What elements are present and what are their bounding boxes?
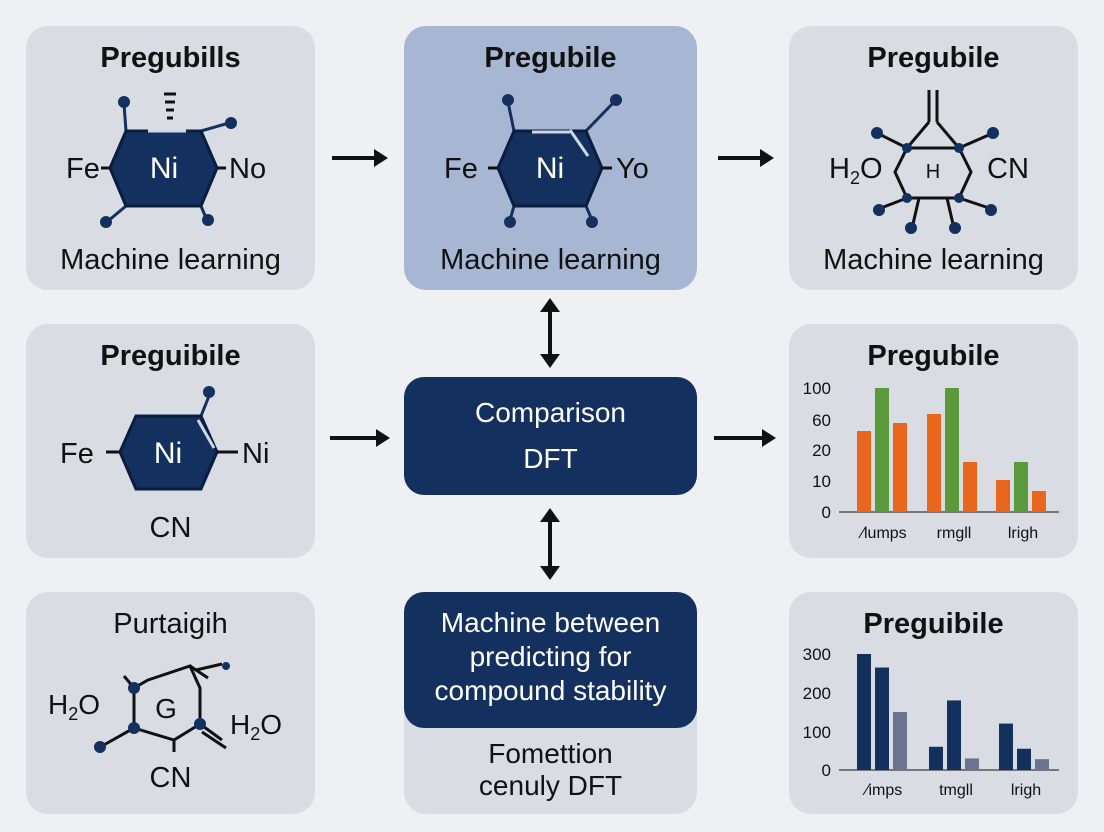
comparison-subtitle: DFT: [523, 443, 578, 474]
bar: [1035, 759, 1049, 770]
center-atom: Ni: [154, 437, 182, 470]
x-tick-label: ∕imps: [862, 782, 902, 799]
double-arrow-vertical-icon: [540, 508, 560, 580]
molecule-h-hexagon: H H2O CN: [829, 90, 1029, 234]
panel-bottom-right: Preguibile 300 200 100 0 ∕imps tmgll lrigh: [789, 592, 1078, 814]
formation-line-2: cenuly DFT: [478, 770, 623, 801]
left-atom-label: Fe: [60, 438, 94, 470]
panel-bottom-center: Machine between predicting for compound …: [404, 592, 697, 814]
x-tick-label: rmgll: [937, 525, 972, 542]
double-arrow-vertical-icon: [540, 298, 560, 368]
right-molecule-label: CN: [987, 153, 1029, 185]
panel-title: Pregubile: [867, 42, 1000, 74]
arrow-right-icon: [330, 429, 390, 447]
panel-caption: Machine learning: [440, 244, 661, 276]
bar-chart-2: 300 200 100 0 ∕imps tmgll lrigh: [803, 645, 1059, 799]
y-tick-label: 20: [812, 441, 831, 460]
formation-line-1: Fomettion: [488, 738, 613, 769]
bar: [893, 423, 907, 512]
prediction-line-1: Machine between: [440, 607, 661, 638]
prediction-box: Machine between predicting for compound …: [404, 592, 697, 728]
panel-title: Pregubills: [100, 42, 241, 74]
x-tick-label: lrigh: [1008, 525, 1038, 542]
right-atom-label: Ni: [242, 438, 269, 470]
bar: [927, 414, 941, 512]
bar: [875, 388, 889, 512]
prediction-line-2: predicting for: [469, 641, 632, 672]
panel-title: Pregubile: [867, 340, 1000, 372]
center-atom: H: [926, 161, 940, 183]
bar: [963, 462, 977, 512]
formation-text: Fomettion cenuly DFT: [404, 738, 697, 802]
y-tick-label: 0: [822, 761, 831, 780]
bar: [857, 654, 871, 770]
bottom-atom-label: CN: [149, 512, 192, 544]
x-tick-label: ∕lumps: [857, 525, 906, 542]
right-atom-label: No: [229, 153, 266, 185]
bar: [945, 388, 959, 512]
center-atom: G: [155, 693, 177, 724]
bar: [857, 431, 871, 512]
panel-title: Preguibile: [863, 608, 1004, 640]
panel-top-left: Pregubills Ni Fe No Machine learning: [26, 26, 315, 290]
y-tick-label: 100: [803, 723, 831, 742]
right-molecule-label: H2O: [230, 709, 282, 744]
left-molecule-label: H2O: [48, 689, 100, 724]
panel-caption: Machine learning: [823, 244, 1044, 276]
bottom-atom-label: CN: [149, 762, 192, 794]
bar: [965, 758, 979, 770]
y-tick-label: 0: [822, 503, 831, 522]
molecule-ni-hexagon: Ni Fe Ni: [60, 386, 269, 491]
left-molecule-label: H2O: [829, 153, 883, 188]
bar: [996, 480, 1010, 512]
panel-title: Preguibile: [100, 340, 241, 372]
molecule-ni-hexagon: Ni Fe No: [66, 92, 266, 228]
bar: [1017, 748, 1031, 770]
arrow-right-icon: [332, 149, 388, 167]
y-tick-label: 10: [812, 472, 831, 491]
panel-title: Purtaigih: [113, 608, 228, 640]
bar: [999, 723, 1013, 770]
x-tick-label: tmgll: [939, 782, 973, 799]
y-tick-label: 60: [812, 411, 831, 430]
center-atom: Ni: [536, 152, 564, 185]
left-atom-label: Fe: [444, 153, 478, 185]
y-tick-label: 100: [803, 379, 831, 398]
comparison-title: Comparison: [475, 397, 626, 428]
center-atom: Ni: [150, 152, 178, 185]
panel-caption: Machine learning: [60, 244, 281, 276]
panel-title: Pregubile: [484, 42, 617, 74]
panel-mid-left: Preguibile Ni Fe Ni CN: [26, 324, 315, 558]
y-tick-label: 200: [803, 684, 831, 703]
prediction-line-3: compound stability: [434, 675, 667, 706]
left-atom-label: Fe: [66, 153, 100, 185]
bar: [875, 667, 889, 770]
panel-top-right: Pregubile H H2O CN: [789, 26, 1078, 290]
bar: [893, 712, 907, 770]
right-atom-label: Yo: [616, 153, 649, 185]
arrow-right-icon: [714, 429, 776, 447]
y-tick-label: 300: [803, 645, 831, 664]
bar: [1032, 491, 1046, 512]
arrow-right-icon: [718, 149, 774, 167]
comparison-box: Comparison DFT: [404, 377, 697, 495]
panel-bottom-left: Purtaigih G H2O H2O CN: [26, 592, 315, 814]
bar: [929, 746, 943, 770]
x-tick-label: lrigh: [1011, 782, 1041, 799]
bar: [947, 700, 961, 770]
bar: [1014, 462, 1028, 512]
panel-top-middle: Pregubile Ni Fe Yo Machine learning: [404, 26, 697, 290]
molecule-g-hexagon: G H2O H2O: [48, 662, 282, 753]
molecule-ni-hexagon: Ni Fe Yo: [444, 94, 649, 228]
